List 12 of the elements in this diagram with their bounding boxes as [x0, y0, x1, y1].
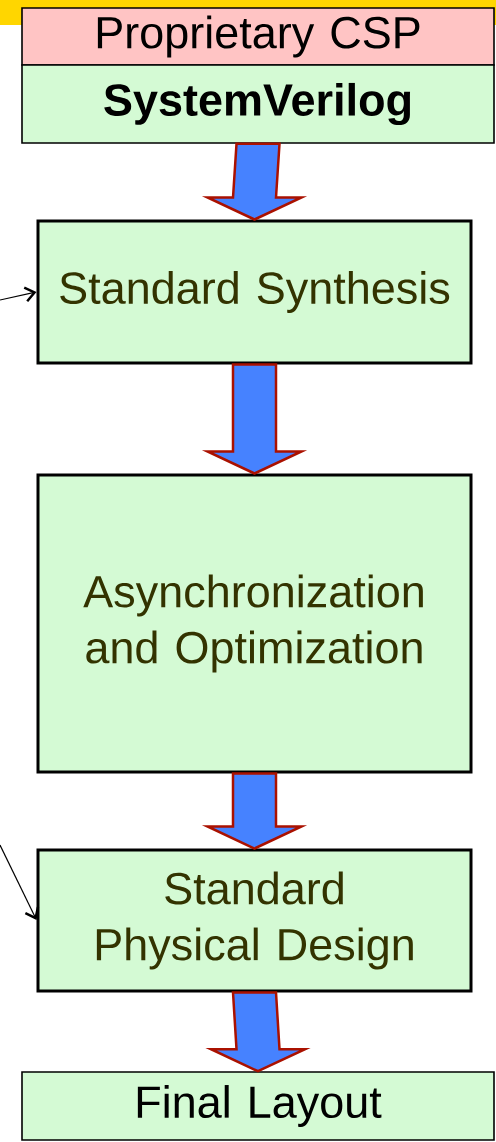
process-box: Standard Physical Design	[36, 848, 473, 993]
block-arrow	[201, 142, 308, 221]
block-arrow	[201, 772, 308, 850]
process-box: Asynchronization and Optimization	[36, 473, 473, 774]
language-band: Proprietary CSP	[21, 7, 495, 66]
output-box: Final Layout	[21, 1071, 495, 1141]
arrow	[0, 286, 37, 302]
arrow	[0, 844, 40, 920]
block-arrow	[205, 991, 311, 1073]
block-arrow	[201, 363, 308, 475]
language-band: SystemVerilog	[21, 64, 495, 144]
process-box: Standard Synthesis	[36, 219, 473, 365]
